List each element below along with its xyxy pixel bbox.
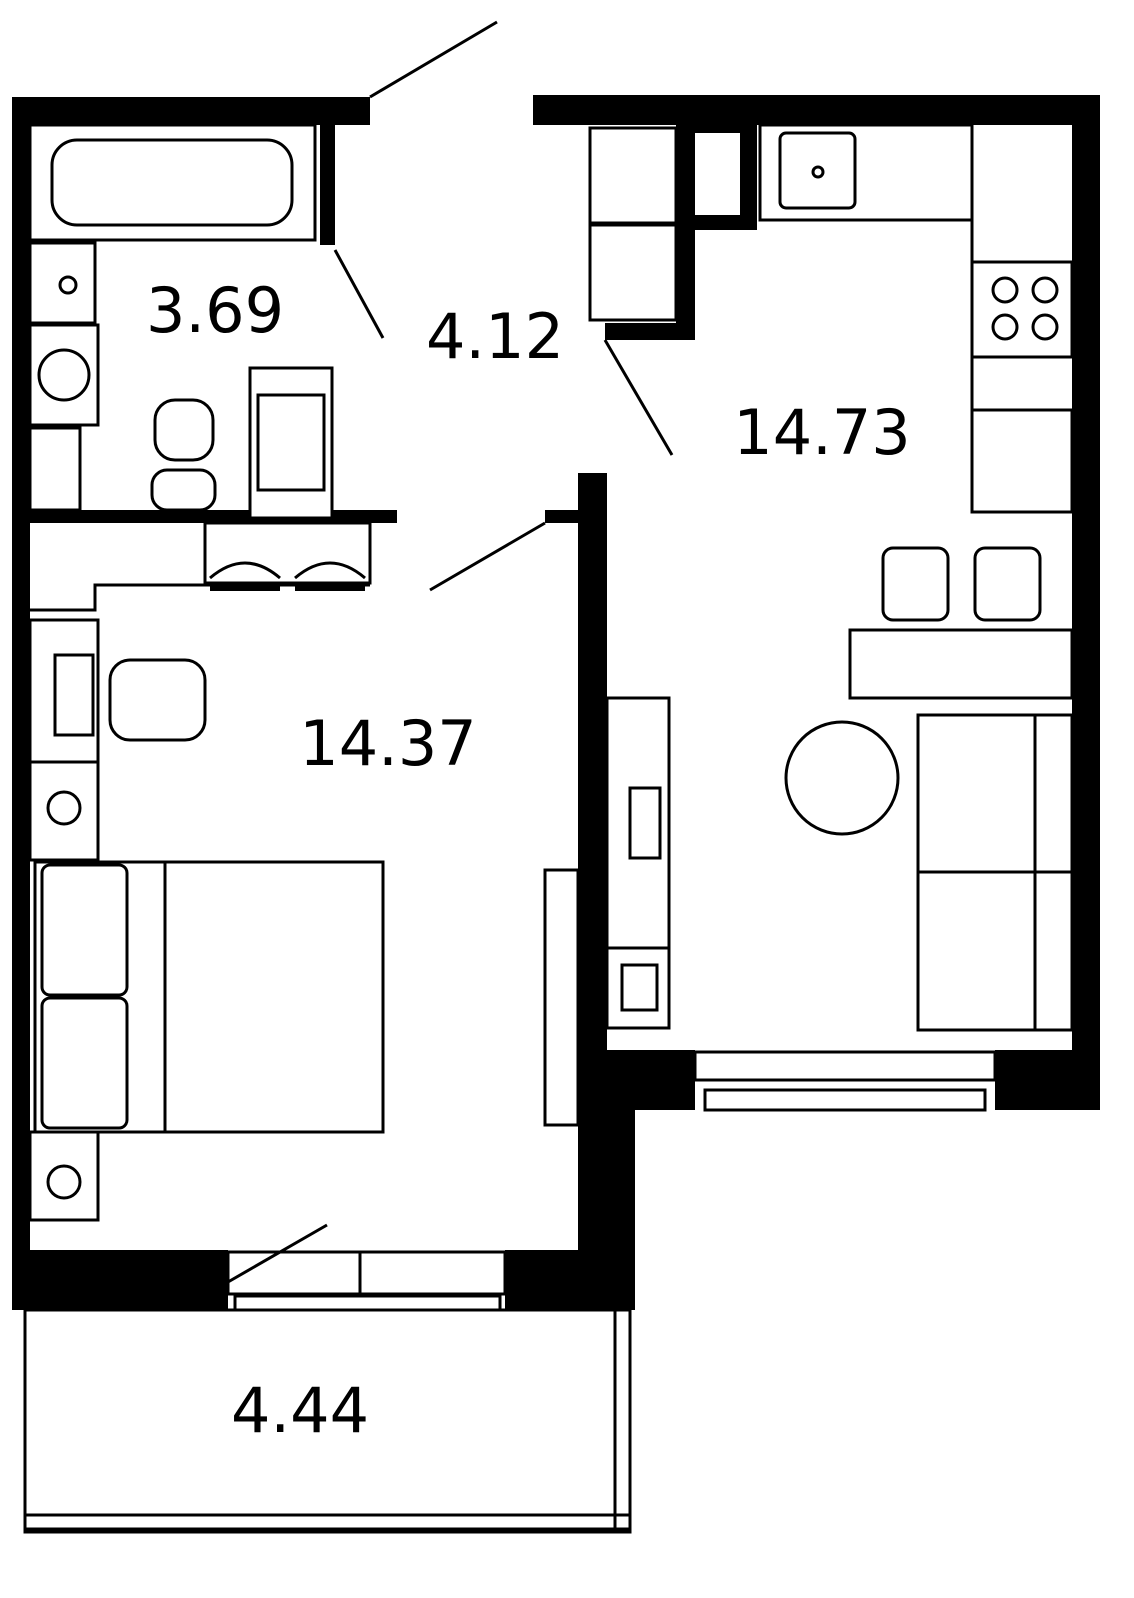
hall-area-label: 4.12 — [426, 300, 564, 373]
wardrobe — [203, 521, 372, 591]
balcony — [23, 1308, 632, 1534]
door-swings — [227, 20, 674, 1284]
walls — [12, 95, 1100, 1310]
bedroom-area-label: 14.37 — [299, 707, 477, 780]
bathroom-fixtures — [28, 123, 334, 520]
bathroom-area-label: 3.69 — [146, 274, 284, 347]
kitchen-furniture — [588, 123, 1074, 1032]
kitchen-living-area-label: 14.73 — [733, 396, 911, 469]
bedroom-furniture — [28, 583, 580, 1222]
balcony-area-label: 4.44 — [231, 1374, 369, 1447]
windows — [226, 1050, 997, 1312]
